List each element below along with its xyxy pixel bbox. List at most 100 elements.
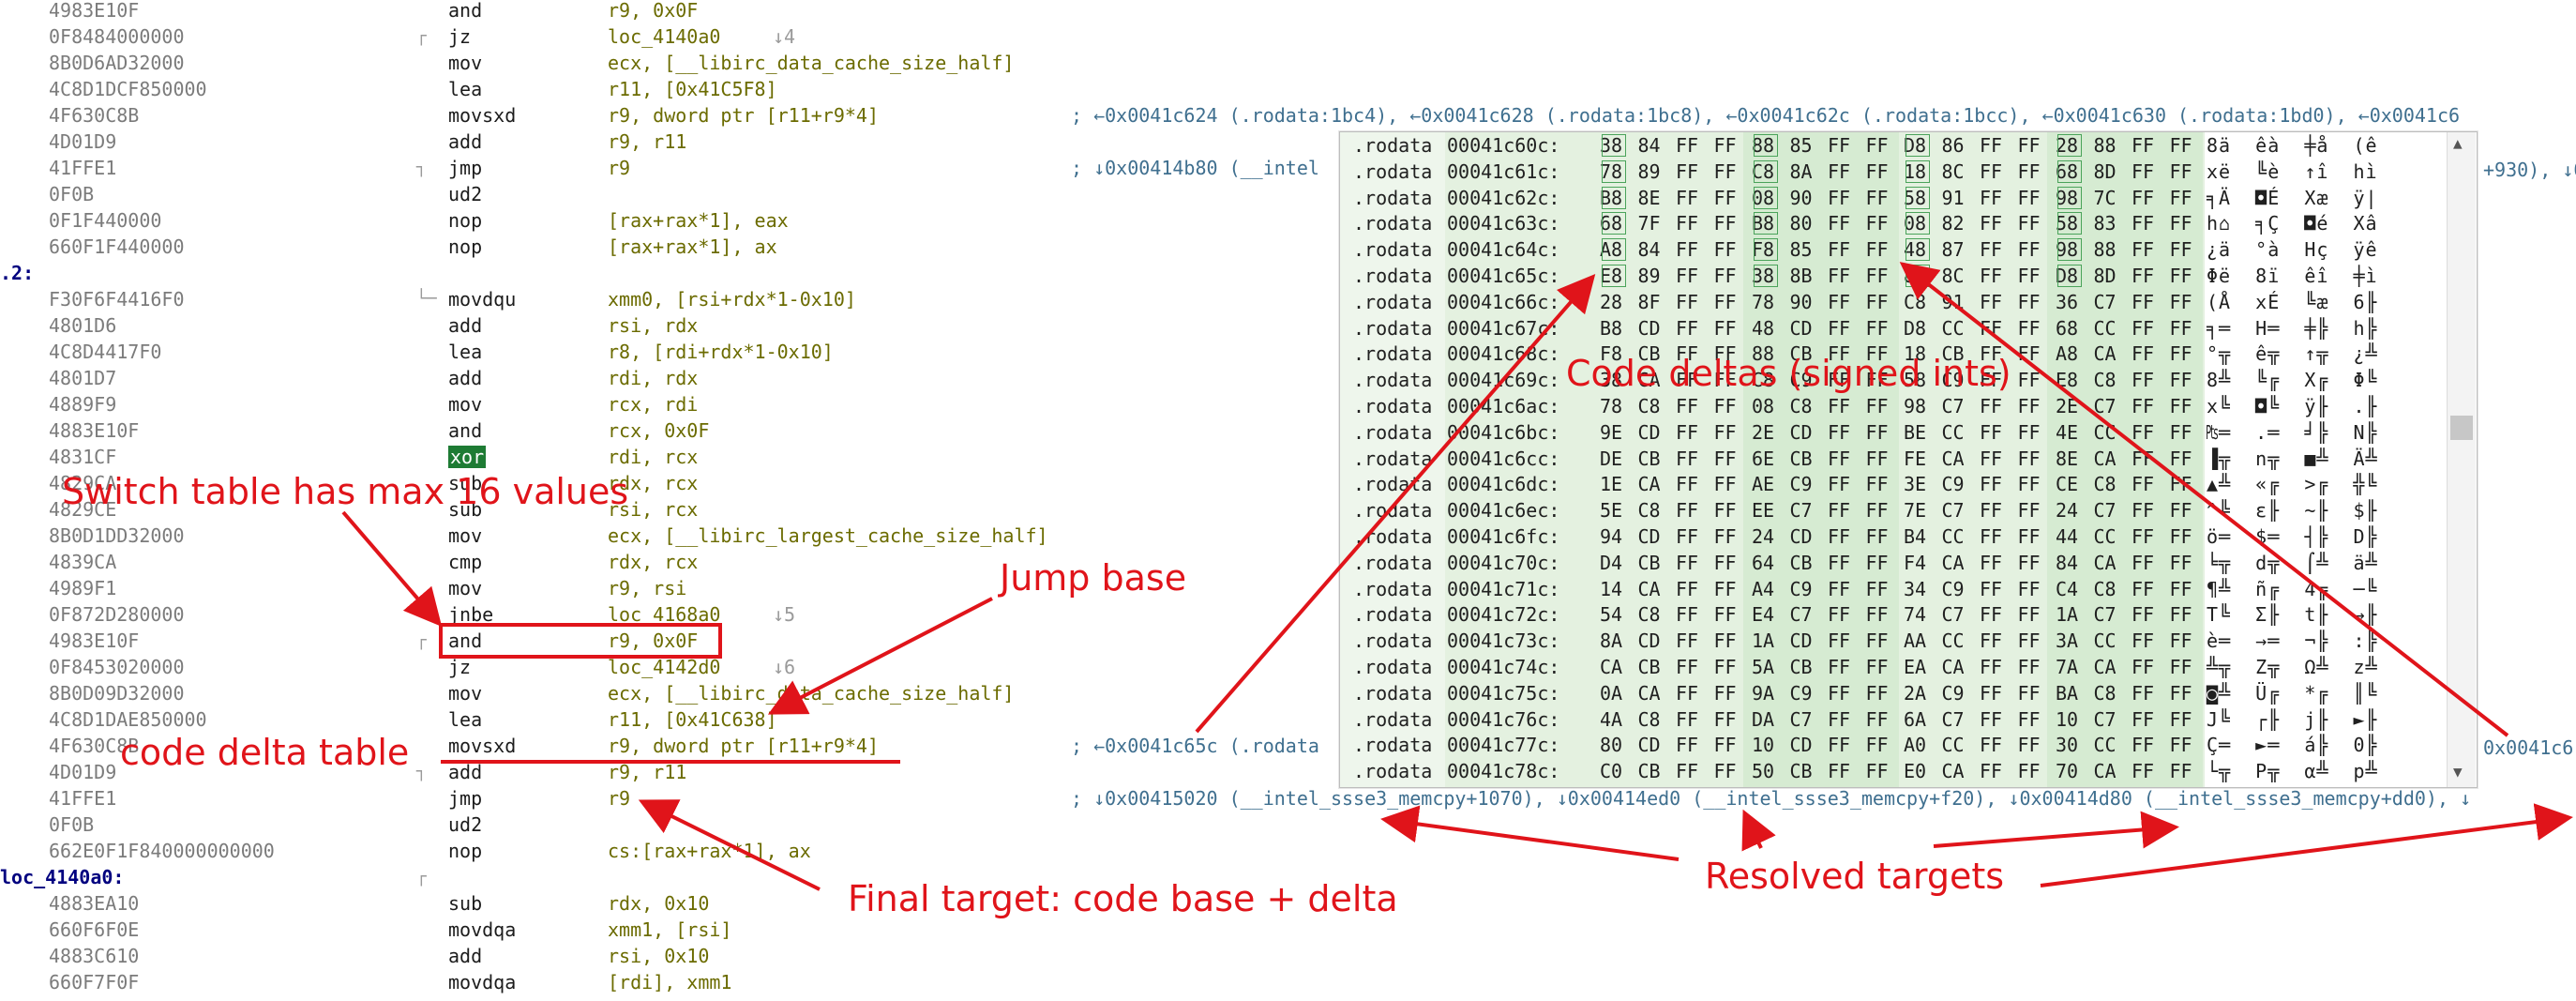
hex-byte[interactable]: 7E: [1903, 499, 1927, 523]
hex-byte[interactable]: 36: [2055, 290, 2079, 313]
hex-byte[interactable]: FF: [1827, 159, 1851, 183]
hex-byte[interactable]: FF: [2131, 342, 2155, 366]
hex-byte[interactable]: C8: [1789, 395, 1813, 417]
hex-byte[interactable]: CC: [1941, 316, 1965, 340]
instruction-operands[interactable]: r9: [608, 787, 631, 810]
hex-byte[interactable]: FF: [2131, 265, 2155, 287]
hex-byte[interactable]: 2E: [2055, 395, 2079, 417]
hex-byte[interactable]: 82: [1941, 212, 1965, 235]
hex-byte[interactable]: C7: [2093, 395, 2117, 417]
instruction-operands[interactable]: r9, rsi: [608, 577, 687, 599]
hex-byte[interactable]: FF: [2169, 316, 2192, 340]
hex-byte[interactable]: C7: [1941, 707, 1965, 731]
hex-byte[interactable]: 3A: [2055, 629, 2079, 653]
hex-byte[interactable]: FF: [1865, 447, 1889, 470]
hex-byte[interactable]: FF: [2131, 525, 2155, 548]
hex-byte[interactable]: B4: [1903, 525, 1927, 548]
hex-byte[interactable]: FF: [1865, 473, 1889, 496]
instruction-operands[interactable]: rsi, 0x10: [608, 945, 710, 967]
hex-byte[interactable]: FF: [1713, 499, 1737, 523]
hex-byte[interactable]: FF: [1675, 629, 1699, 653]
hex-byte[interactable]: FF: [2169, 473, 2192, 496]
instruction-operands[interactable]: cs:[rax+rax*1], ax: [608, 840, 811, 862]
hex-byte[interactable]: FF: [2169, 707, 2192, 731]
hex-byte[interactable]: FF: [1675, 186, 1699, 209]
hex-byte[interactable]: FF: [1865, 577, 1889, 600]
hex-byte[interactable]: 78: [1751, 290, 1775, 313]
hex-byte[interactable]: DA: [1751, 707, 1775, 731]
hex-byte[interactable]: CA: [1941, 656, 1965, 678]
hex-byte[interactable]: C7: [1789, 603, 1813, 627]
hex-byte[interactable]: CA: [2093, 447, 2117, 470]
hex-byte[interactable]: F8: [1751, 238, 1775, 262]
hex-byte[interactable]: FF: [1865, 681, 1889, 705]
instruction-mnemonic[interactable]: sub: [448, 472, 483, 494]
hex-byte[interactable]: C7: [1789, 707, 1813, 731]
hex-byte[interactable]: FF: [1675, 369, 1699, 392]
hex-byte[interactable]: C9: [1789, 681, 1813, 705]
hex-byte[interactable]: 2E: [1751, 420, 1775, 444]
hex-byte[interactable]: FF: [1865, 499, 1889, 523]
hex-byte[interactable]: FF: [2131, 238, 2155, 262]
instruction-mnemonic[interactable]: add: [448, 945, 483, 967]
hex-byte[interactable]: BE: [1903, 420, 1927, 444]
hex-byte[interactable]: 87: [1941, 238, 1965, 262]
hex-byte[interactable]: FF: [2169, 290, 2192, 313]
hex-byte[interactable]: 64: [1751, 551, 1775, 574]
hex-byte[interactable]: C9: [1941, 681, 1965, 705]
hex-byte[interactable]: FF: [1979, 159, 2003, 183]
hex-byte[interactable]: FF: [2169, 734, 2192, 757]
instruction-mnemonic[interactable]: mov: [448, 393, 483, 416]
hex-byte[interactable]: C7: [2093, 499, 2117, 523]
hex-byte[interactable]: 98: [1903, 395, 1927, 417]
instruction-mnemonic[interactable]: movsxd: [448, 735, 517, 757]
hex-byte[interactable]: CD: [1637, 629, 1661, 653]
hex-byte[interactable]: FF: [1713, 395, 1737, 417]
hex-byte[interactable]: 54: [1599, 603, 1623, 627]
hex-byte[interactable]: FF: [2017, 447, 2041, 470]
hex-byte[interactable]: CB: [1789, 447, 1813, 470]
instruction-mnemonic[interactable]: and: [448, 0, 483, 22]
hex-byte[interactable]: FF: [1827, 656, 1851, 678]
hex-byte[interactable]: 2A: [1903, 681, 1927, 705]
instruction-mnemonic[interactable]: movdqa: [448, 971, 517, 993]
hex-byte[interactable]: 0A: [1599, 681, 1623, 705]
hex-byte[interactable]: FF: [2017, 734, 2041, 757]
hex-byte[interactable]: FF: [1979, 525, 2003, 548]
hex-byte[interactable]: C8: [1637, 395, 1661, 417]
hex-byte[interactable]: 88: [1751, 342, 1775, 366]
instruction-operands[interactable]: ecx, [__libirc_largest_cache_size_half]: [608, 524, 1048, 547]
hex-byte[interactable]: FF: [1713, 159, 1737, 183]
hex-byte[interactable]: 84: [1637, 238, 1661, 262]
instruction-mnemonic[interactable]: lea: [448, 78, 483, 100]
hex-byte[interactable]: 7A: [2055, 656, 2079, 678]
hex-byte[interactable]: C7: [1789, 499, 1813, 523]
hex-byte[interactable]: D4: [1599, 551, 1623, 574]
hex-byte[interactable]: CC: [2093, 420, 2117, 444]
hex-byte[interactable]: CA: [1941, 551, 1965, 574]
hex-byte[interactable]: FF: [1827, 186, 1851, 209]
hex-byte[interactable]: FF: [2017, 238, 2041, 262]
hex-byte[interactable]: FF: [1865, 525, 1889, 548]
hex-byte[interactable]: 8F: [1637, 290, 1661, 313]
hex-byte[interactable]: 98: [2055, 238, 2079, 262]
hex-byte[interactable]: 6E: [1751, 447, 1775, 470]
instruction-operands[interactable]: rdi, rcx: [608, 446, 699, 468]
instruction-operands[interactable]: rsi, rdx: [608, 314, 699, 337]
hex-byte[interactable]: FF: [1675, 290, 1699, 313]
hex-byte[interactable]: FF: [2169, 656, 2192, 678]
hex-byte[interactable]: FF: [1865, 395, 1889, 417]
